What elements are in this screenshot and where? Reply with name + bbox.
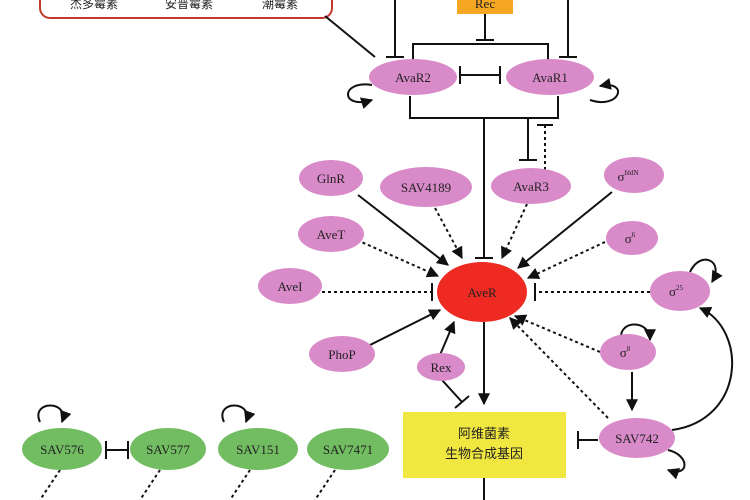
gene-box[interactable]: 阿维菌素 生物合成基因 [403,412,566,478]
edge-sigma-bldn-aver [517,191,613,269]
node-sav577-label: SAV577 [146,442,190,457]
node-sigma8-sup: 8 [627,345,631,353]
node-avet-label: AveT [317,227,346,242]
edge-sav742-aver [509,317,609,419]
node-avet[interactable]: AveT [298,216,364,252]
legend-box: 杰多霉素 安普霉素 潮霉素 [39,0,333,19]
edge-sav7471-down [314,469,336,500]
legend-box-border [39,0,333,19]
top-box: Rec [457,0,513,14]
node-sigma8[interactable]: σ8 [600,334,656,370]
edge-sigma8-aver [513,314,601,353]
node-sav4189[interactable]: SAV4189 [380,167,472,207]
node-rex-label: Rex [431,360,452,375]
node-avei[interactable]: AveI [258,268,322,304]
node-sigma6-sup: 6 [632,231,636,239]
node-avar2[interactable]: AvaR2 [369,59,457,95]
node-sav576-label: SAV576 [40,442,84,457]
loop-avar1 [589,78,620,103]
node-sigma6[interactable]: σ6 [606,221,658,255]
gene-box-line2: 生物合成基因 [445,447,523,462]
node-sigma6-label: σ6 [625,231,636,246]
edge-phop-aver [369,309,442,346]
edge-sav577-down [139,469,161,500]
node-sigma8-label: σ8 [620,345,631,360]
loop-sigma25 [689,258,723,284]
node-sav151-label: SAV151 [236,442,280,457]
node-rex[interactable]: Rex [417,353,465,381]
node-sigma25-base: σ [669,284,676,299]
legend-item-1: 杰多霉素 [70,0,118,11]
node-avar2-label: AvaR2 [395,70,431,85]
edge-sav576-down [39,469,61,500]
node-aver-label: AveR [467,285,497,300]
bar-rex-genebox [454,395,470,409]
node-sigma25-sup: 25 [676,284,684,292]
edge-avar3-aver [501,203,528,260]
edge-sigma6-aver [526,241,606,279]
node-sigma-bldn[interactable]: σbldN [604,157,664,193]
node-avar1[interactable]: AvaR1 [506,59,594,95]
top-box-label: Rec [475,0,495,11]
edge-rex-genebox [441,379,463,403]
node-sav577[interactable]: SAV577 [130,428,206,470]
bracket-top [412,43,549,62]
node-sav151[interactable]: SAV151 [218,428,298,470]
node-glnr[interactable]: GlnR [299,160,363,196]
loop-sav151 [221,404,256,424]
node-glnr-label: GlnR [317,171,346,186]
node-sigma-bldn-label: σbldN [617,169,638,184]
node-sav742-label: SAV742 [615,431,659,446]
gene-box-line1: 阿维菌素 [458,427,510,442]
node-avar3-label: AvaR3 [513,179,549,194]
node-sav4189-label: SAV4189 [401,180,451,195]
edge-sav4189-aver [434,207,463,260]
node-sav742[interactable]: SAV742 [599,418,675,458]
edge-sav151-down [229,469,251,500]
node-sigma25[interactable]: σ25 [650,271,710,311]
top-box-rect [457,0,513,14]
node-sigma-bldn-base: σ [617,169,624,184]
edges [37,0,733,500]
legend-item-2: 安普霉素 [165,0,213,11]
node-sav7471[interactable]: SAV7471 [307,428,389,470]
gene-box-rect [403,412,566,478]
nodes: AvaR2 AvaR1 GlnR SAV4189 AvaR3 σbldN Ave… [22,59,710,478]
loop-avar2 [347,83,374,109]
node-phop-label: PhoP [328,347,355,362]
node-sigma25-label: σ25 [669,284,684,299]
edge-rex-aver [439,320,456,356]
edge-glnr-aver [357,194,449,266]
loop-sav742 [666,449,686,480]
bracket-bottom [409,96,559,119]
node-sav7471-label: SAV7471 [323,442,373,457]
legend-item-3: 潮霉素 [262,0,298,11]
edge-legend-avar2 [324,15,376,58]
node-sigma-bldn-sup: bldN [625,169,639,177]
node-avar1-label: AvaR1 [532,70,568,85]
node-sav576[interactable]: SAV576 [22,428,102,470]
node-avar3[interactable]: AvaR3 [491,168,571,204]
loop-sav576 [37,404,72,424]
node-sigma8-base: σ [620,345,627,360]
node-sigma6-base: σ [625,231,632,246]
node-phop[interactable]: PhoP [309,336,375,372]
edge-avet-aver [356,239,440,278]
node-avei-label: AveI [277,279,302,294]
node-aver[interactable]: AveR [437,262,527,322]
edge-sav742-sigma25 [671,307,733,431]
